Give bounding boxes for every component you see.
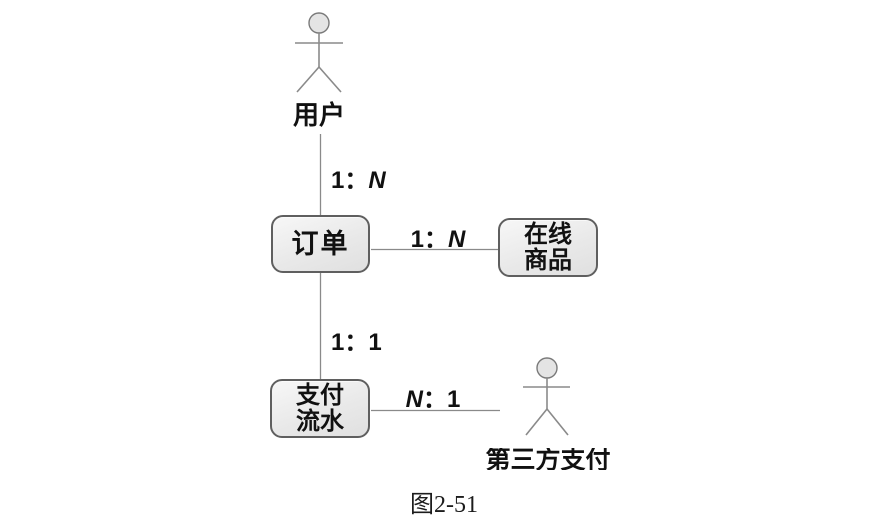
cardinality-variable: N xyxy=(448,226,466,253)
user-actor-label: 用户 xyxy=(292,100,345,130)
entity-label-line: 流水 xyxy=(296,407,344,435)
user-actor-icon xyxy=(295,12,343,93)
entity-payment-flow-label: 支付流水 xyxy=(296,381,344,435)
cardinality-text: 1： xyxy=(331,167,369,194)
figure-caption: 图2-51 xyxy=(410,492,478,516)
cardinality-variable: N xyxy=(368,167,386,194)
cardinality-text: ：1 xyxy=(422,386,461,413)
entity-label-line: 在线 xyxy=(524,220,572,248)
entity-label-line: 商品 xyxy=(524,246,572,274)
relation-label-user-order: 1：N xyxy=(331,160,386,195)
entity-label-line: 支付 xyxy=(296,381,344,409)
relation-label-order-goods: 1：N xyxy=(398,219,478,254)
entity-order-label: 订单 xyxy=(291,229,350,259)
entity-payment-flow: 支付流水 xyxy=(270,379,370,438)
cardinality-text: 1： xyxy=(410,226,448,253)
entity-order: 订单 xyxy=(271,215,370,273)
entity-online-goods-label: 在线商品 xyxy=(524,220,572,274)
third-party-actor-label: 第三方支付 xyxy=(485,448,611,470)
entity-online-goods: 在线商品 xyxy=(498,218,598,277)
cardinality-text: 1：1 xyxy=(331,329,382,356)
cardinality-variable: N xyxy=(405,386,423,413)
relation-label-payment-thirdparty: N：1 xyxy=(393,379,473,414)
third-party-actor-icon xyxy=(523,357,570,436)
relation-label-order-payment: 1：1 xyxy=(331,322,382,357)
